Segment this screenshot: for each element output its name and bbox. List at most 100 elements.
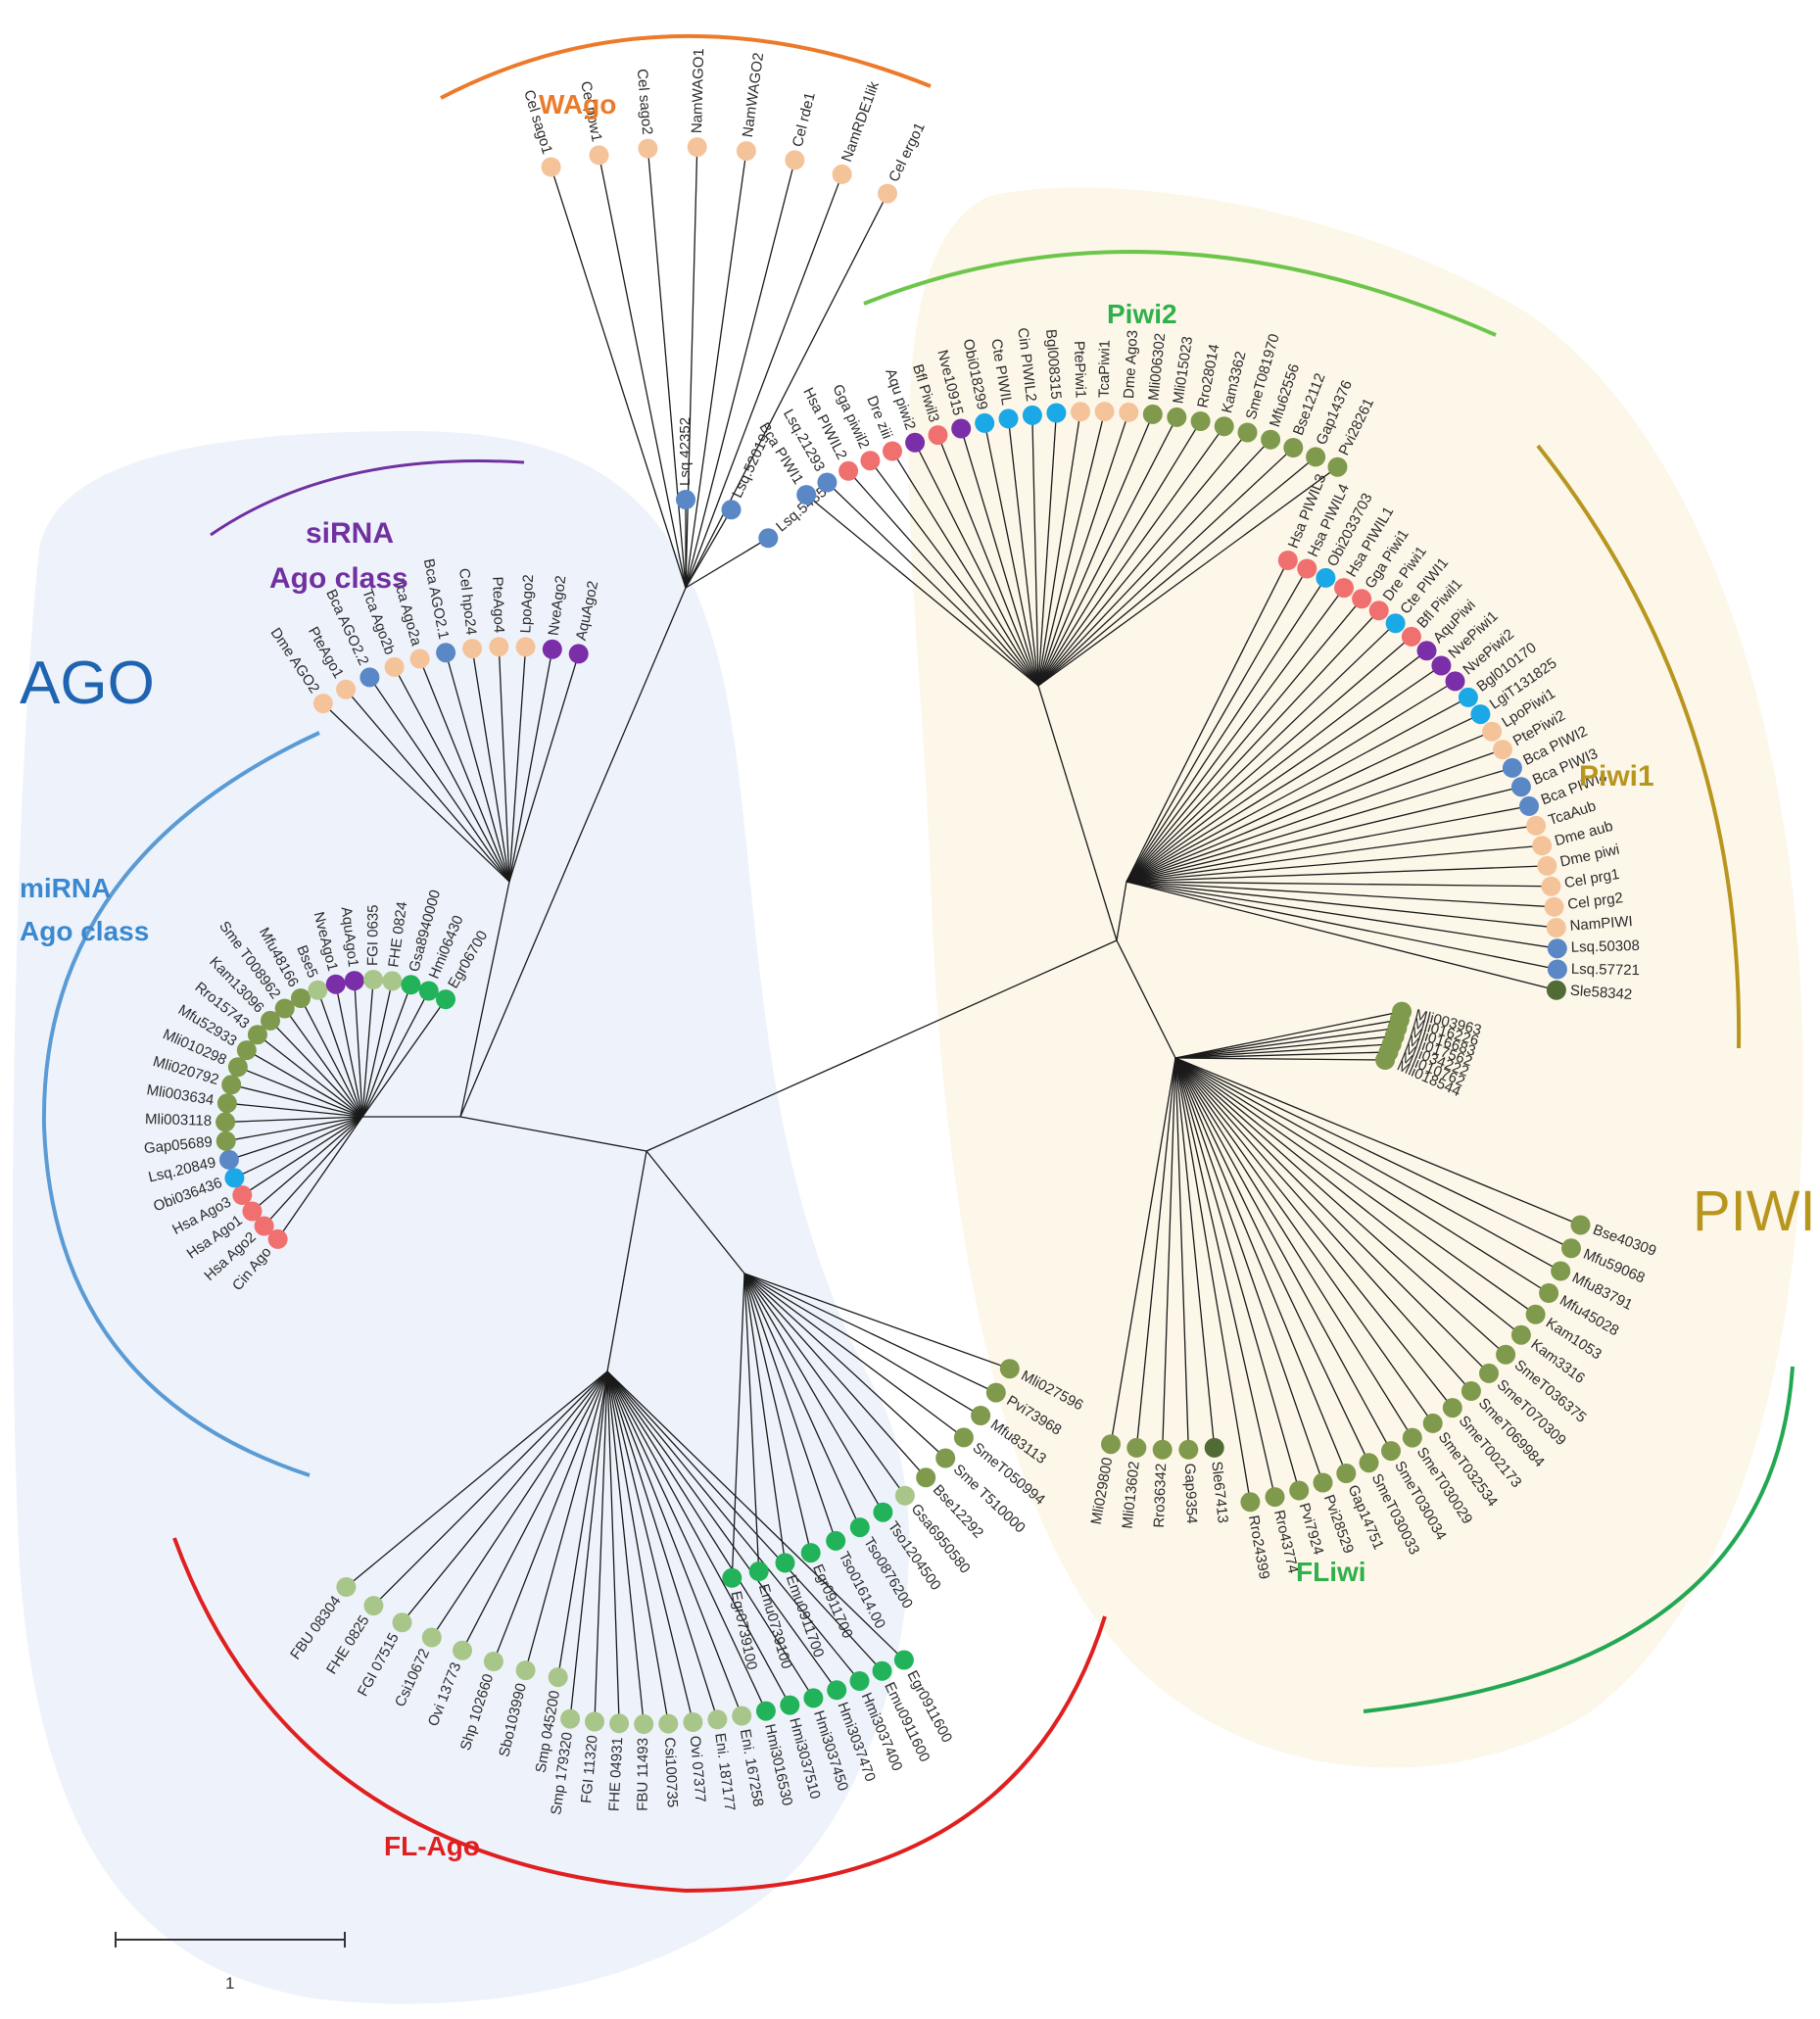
branch bbox=[1126, 825, 1537, 883]
leaf-dot bbox=[722, 1567, 742, 1588]
branch bbox=[1031, 414, 1039, 687]
branch bbox=[983, 422, 1039, 687]
branch bbox=[685, 193, 888, 589]
branch bbox=[1126, 636, 1413, 883]
branch bbox=[1174, 1057, 1392, 1452]
background-regions bbox=[12, 187, 1803, 2004]
ago-background bbox=[12, 431, 910, 2004]
leaf-dot bbox=[1442, 1398, 1462, 1418]
branch bbox=[1126, 881, 1555, 908]
leaf-dot bbox=[1142, 404, 1163, 424]
leaf-dot bbox=[1375, 1050, 1396, 1070]
leaf-dot bbox=[1532, 836, 1553, 856]
branch bbox=[1037, 456, 1317, 687]
scale-bar-label: 1 bbox=[225, 1974, 234, 1993]
branch bbox=[606, 1370, 767, 1711]
leaf-dot bbox=[721, 500, 742, 520]
branch bbox=[1135, 1057, 1176, 1448]
branch bbox=[743, 1273, 965, 1438]
leaf-dot bbox=[382, 971, 403, 991]
leaf-label: Lsq.50308 bbox=[1571, 937, 1640, 956]
branch bbox=[361, 979, 374, 1118]
branch bbox=[646, 1150, 745, 1274]
leaf-dot bbox=[883, 441, 902, 461]
leaf-dot bbox=[363, 1596, 384, 1616]
leaf-dot bbox=[1431, 655, 1452, 676]
branch bbox=[1174, 1057, 1413, 1438]
leaf-dot bbox=[1510, 1324, 1531, 1345]
leaf-label: Cel sago2 bbox=[634, 69, 655, 136]
clade-label-ago: AGO bbox=[20, 649, 155, 717]
leaf-dot bbox=[803, 1688, 824, 1708]
leaf-dot bbox=[758, 528, 779, 549]
leaf-dot bbox=[1240, 1492, 1261, 1513]
piwi1-arc bbox=[1536, 444, 1742, 1049]
leaf-dot bbox=[1126, 1437, 1147, 1458]
branch bbox=[869, 459, 1039, 687]
leaf-dot bbox=[560, 1708, 581, 1729]
leaf-dot bbox=[1094, 402, 1115, 422]
leaf-dot bbox=[1204, 1437, 1224, 1458]
fliwi-arc bbox=[1363, 1366, 1795, 1713]
leaf-dot bbox=[1167, 407, 1187, 427]
leaf-dot bbox=[344, 971, 364, 991]
leaf-label: Ovi 07377 bbox=[687, 1735, 709, 1803]
branch bbox=[1174, 1057, 1300, 1491]
branch bbox=[1174, 1019, 1400, 1059]
leaf-dot bbox=[421, 1627, 442, 1648]
branch bbox=[743, 1273, 997, 1394]
branch bbox=[685, 151, 747, 589]
branch bbox=[508, 647, 527, 883]
branch bbox=[606, 1370, 883, 1672]
branch bbox=[269, 1020, 363, 1118]
leaf-dot bbox=[707, 1709, 728, 1730]
leaf-label: FHE 04931 bbox=[606, 1737, 627, 1812]
branch bbox=[459, 587, 687, 1118]
branch bbox=[493, 1370, 608, 1662]
branch bbox=[805, 494, 1039, 687]
leaf-label: Cel rde1 bbox=[790, 91, 819, 149]
clade-label-sirna-line1: siRNA bbox=[306, 517, 394, 550]
leaf-dot bbox=[483, 1652, 503, 1671]
clade-labels: WAgo siRNA Ago class AGO miRNA Ago class… bbox=[20, 89, 1816, 1861]
leaf-dot bbox=[748, 1562, 769, 1581]
clade-label-wago: WAgo bbox=[539, 89, 616, 120]
leaf-dot bbox=[418, 981, 439, 1001]
leaf-dot bbox=[1496, 1344, 1516, 1365]
leaf-label: Mli006302 bbox=[1145, 332, 1169, 402]
leaf-dot bbox=[609, 1713, 630, 1734]
branch bbox=[1126, 609, 1380, 883]
leaf-dot bbox=[1539, 1283, 1559, 1303]
leaf-dot bbox=[1561, 1238, 1581, 1259]
clade-label-mirna-line1: miRNA bbox=[20, 873, 111, 903]
branch bbox=[445, 652, 510, 883]
leaf-dot bbox=[308, 980, 328, 1000]
tree-branches bbox=[225, 147, 1581, 1725]
leaf-label: Cel prg2 bbox=[1566, 889, 1623, 913]
branch bbox=[1126, 577, 1326, 883]
leaf-dot bbox=[218, 1149, 239, 1170]
branch bbox=[316, 989, 363, 1118]
branch bbox=[743, 1273, 982, 1417]
branch bbox=[606, 1370, 645, 1725]
branch bbox=[1174, 1057, 1386, 1061]
leaf-dot bbox=[515, 637, 536, 657]
leaf-label: Sle58342 bbox=[1569, 983, 1632, 1003]
branch bbox=[743, 1273, 812, 1554]
leaf-dot bbox=[1461, 1381, 1481, 1401]
leaf-dot bbox=[312, 694, 333, 714]
leaf-label: NamRDE1lik bbox=[838, 79, 883, 165]
leaf-dot bbox=[1416, 641, 1437, 661]
branch bbox=[418, 658, 510, 883]
branch bbox=[368, 676, 510, 883]
branch bbox=[1037, 420, 1202, 687]
flago-arc bbox=[172, 1537, 1107, 1894]
branch bbox=[606, 1150, 647, 1372]
branch bbox=[300, 997, 363, 1118]
leaf-label: Mli003118 bbox=[145, 1111, 213, 1130]
leaf-dot bbox=[935, 1448, 956, 1468]
branch bbox=[335, 984, 363, 1118]
branch bbox=[685, 173, 843, 589]
branch bbox=[284, 1008, 363, 1118]
leaf-label: Csi100735 bbox=[661, 1737, 681, 1807]
